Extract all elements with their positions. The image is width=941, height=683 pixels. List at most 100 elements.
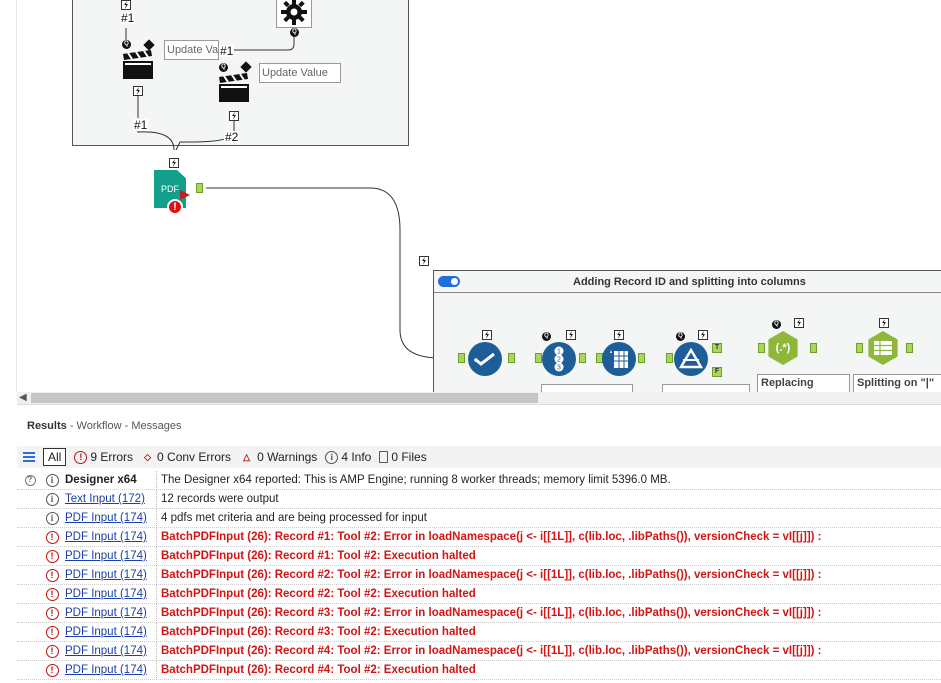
filter-tool[interactable] (674, 342, 708, 376)
row-source-label: Designer x64 (65, 474, 137, 486)
row-type-cell: ! (43, 625, 61, 639)
regex-symbol: (.*) (775, 342, 791, 354)
tool-input-anchor[interactable] (666, 353, 673, 363)
action-clapper-icon-1[interactable] (122, 50, 154, 80)
row-source-link[interactable]: PDF Input (174) (65, 588, 147, 600)
row-source-link[interactable]: PDF Input (174) (65, 607, 147, 619)
tool-output-anchor[interactable] (508, 353, 515, 363)
filter-true-anchor[interactable]: T (712, 343, 722, 353)
row-type-cell: ! (43, 663, 61, 677)
annotation-update-value-1[interactable]: Update Va (164, 40, 219, 60)
filter-conv-errors-button[interactable]: ◇ 0 Conv Errors (141, 450, 231, 464)
row-source-link[interactable]: Text Input (172) (65, 493, 145, 505)
row-source-link[interactable]: PDF Input (174) (65, 569, 147, 581)
row-source-link[interactable]: PDF Input (174) (65, 664, 147, 676)
filter-errors-button[interactable]: !9 Errors (74, 450, 133, 464)
row-message: BatchPDFInput (26): Record #3: Tool #2: … (156, 622, 941, 642)
annotation-splitting[interactable]: Splitting on "|" (853, 374, 941, 392)
pdf-output-anchor[interactable] (196, 183, 203, 193)
list-view-icon[interactable] (23, 452, 35, 462)
conversion-error-icon: ◇ (144, 451, 151, 462)
filter-files-label: 0 Files (391, 450, 427, 464)
row-source-link[interactable]: PDF Input (174) (65, 531, 147, 543)
connection-label-3: #1 (133, 118, 149, 132)
table-row[interactable]: !PDF Input (174)BatchPDFInput (26): Reco… (17, 641, 941, 661)
filter-all-button[interactable]: All (43, 448, 67, 466)
row-source-link[interactable]: PDF Input (174) (65, 645, 147, 657)
scrollbar-thumb[interactable] (31, 393, 538, 403)
table-row[interactable]: ! PDF Input (174) BatchPDFInput (26): Reco… (17, 622, 941, 642)
error-icon: ! (45, 606, 59, 620)
results-title: Results (27, 420, 67, 432)
row-source-cell: PDF Input (174) (61, 626, 156, 638)
row-source-cell: PDF Input (174) (61, 607, 156, 619)
regex-tool[interactable]: (.*) (768, 331, 798, 365)
output-anchor-lightning-icon[interactable] (229, 111, 239, 121)
select-checkmark-tool[interactable] (468, 342, 502, 376)
table-row[interactable]: ! PDF Input (174) BatchPDFInput (26): Reco… (17, 546, 941, 566)
filter-conv-errors-label: 0 Conv Errors (157, 450, 232, 464)
row-help-cell: ? (17, 474, 43, 486)
row-source-cell: PDF Input (174) (61, 645, 156, 657)
table-row[interactable]: !PDF Input (174)BatchPDFInput (26): Reco… (17, 584, 941, 604)
info-icon: i (45, 511, 59, 525)
gear-icon[interactable] (276, 0, 312, 28)
container-title: Adding Record ID and splitting into colu… (573, 276, 806, 288)
pdf-icon-label: PDF (161, 184, 179, 194)
tool-input-anchor[interactable] (458, 353, 465, 363)
canvas-left-gutter (0, 0, 17, 392)
annotation-box-1 (541, 384, 633, 392)
table-row[interactable]: ! PDF Input (174) BatchPDFInput (26): Reco… (17, 660, 941, 680)
row-source-link[interactable]: PDF Input (174) (65, 626, 147, 638)
canvas-horizontal-scrollbar[interactable]: ◀ (17, 392, 941, 404)
error-icon: ! (167, 199, 183, 215)
text-to-columns-tool[interactable] (868, 331, 898, 365)
annotation-replacing[interactable]: Replacing (757, 374, 850, 392)
workflow-canvas[interactable]: #1 Q Q #1 Update Va #1 Q Update Value #2… (0, 0, 941, 392)
row-type-cell: i (43, 473, 61, 487)
connection-label-1: #1 (120, 11, 136, 25)
table-row[interactable]: !PDF Input (174)BatchPDFInput (26): Reco… (17, 603, 941, 623)
error-icon: ! (45, 625, 59, 639)
error-icon: ! (45, 549, 59, 563)
table-row[interactable]: !PDF Input (174)BatchPDFInput (26): Reco… (17, 565, 941, 585)
row-source-link[interactable]: PDF Input (174) (65, 512, 147, 524)
tool-output-anchor[interactable] (579, 353, 586, 363)
tool-input-anchor[interactable] (758, 343, 765, 353)
svg-text:3: 3 (557, 365, 561, 372)
error-icon: ! (45, 568, 59, 582)
row-message: BatchPDFInput (26): Record #4: Tool #2: … (156, 660, 941, 680)
tool-output-anchor[interactable] (906, 343, 913, 353)
file-icon (379, 451, 389, 463)
row-source-link[interactable]: PDF Input (174) (65, 550, 147, 562)
results-header: Results - Workflow - Messages (27, 420, 181, 432)
annotation-update-value-2[interactable]: Update Value (259, 63, 341, 83)
filter-false-anchor[interactable]: F (712, 367, 722, 377)
error-icon: ! (45, 587, 59, 601)
output-anchor-lightning-icon[interactable] (133, 86, 143, 96)
filter-errors-label: 9 Errors (90, 450, 134, 464)
row-message: BatchPDFInput (26): Record #1: Tool #2: … (156, 546, 941, 566)
lightning-icon (879, 318, 889, 328)
container-toggle[interactable] (438, 276, 460, 287)
table-row[interactable]: ! PDF Input (174) BatchPDFInput (26): Reco… (17, 527, 941, 547)
tool-input-anchor[interactable] (856, 343, 863, 353)
help-icon[interactable]: ? (24, 474, 36, 486)
tool-input-anchor[interactable] (535, 353, 542, 363)
row-message: BatchPDFInput (26): Record #1: Tool #2: … (156, 527, 941, 547)
filter-files-button[interactable]: 0 Files (379, 450, 427, 464)
output-anchor-lightning-icon[interactable] (121, 0, 131, 10)
filter-warnings-button[interactable]: △0 Warnings (239, 450, 317, 464)
scroll-left-arrow-icon[interactable]: ◀ (19, 392, 27, 403)
action-clapper-icon-2[interactable] (218, 72, 250, 104)
input-anchor-lightning-icon[interactable] (169, 158, 179, 168)
tool-output-anchor[interactable] (810, 343, 817, 353)
multi-field-tool[interactable] (602, 342, 636, 376)
tool-output-anchor[interactable] (638, 353, 645, 363)
row-type-cell: ! (43, 530, 61, 544)
